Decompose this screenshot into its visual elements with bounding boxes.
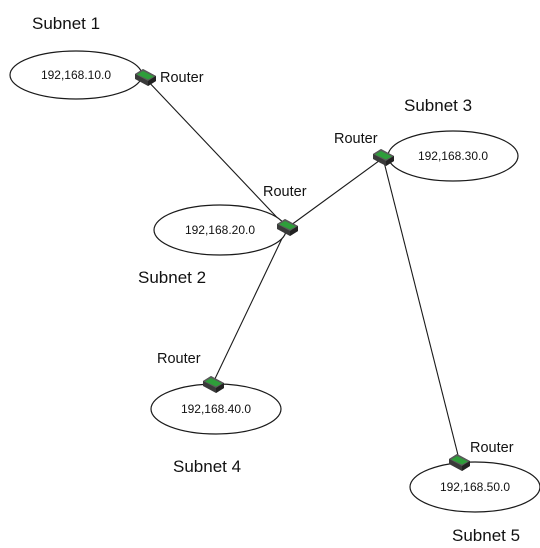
- subnet-name: Subnet 1: [32, 14, 100, 33]
- subnet-name: Subnet 3: [404, 96, 472, 115]
- link-subnet2-subnet3: [286, 157, 384, 229]
- subnet-address: 192,168.10.0: [41, 68, 111, 82]
- subnet-address: 192,168.30.0: [418, 149, 488, 163]
- link-subnet1-subnet2: [144, 77, 288, 229]
- subnet-2: 192,168.20.0 Subnet 2 Router: [138, 184, 307, 287]
- subnet-4: 192,168.40.0 Subnet 4 Router: [150, 351, 282, 476]
- router-label: Router: [334, 131, 378, 147]
- subnet-name: Subnet 4: [173, 457, 241, 476]
- router-label: Router: [263, 184, 307, 200]
- link-subnet2-subnet4: [211, 227, 288, 386]
- subnet-5: 192,168.50.0 Subnet 5 Router: [409, 440, 540, 545]
- subnet-address: 192,168.40.0: [181, 402, 251, 416]
- subnet-address: 192,168.50.0: [440, 480, 510, 494]
- subnet-name: Subnet 2: [138, 268, 206, 287]
- links: [144, 77, 461, 464]
- router-label: Router: [470, 440, 514, 456]
- subnet-name: Subnet 5: [452, 526, 520, 545]
- subnet-address: 192,168.20.0: [185, 223, 255, 237]
- router-label: Router: [160, 70, 204, 86]
- subnet-3: 192,168.30.0 Subnet 3 Router: [334, 96, 519, 182]
- router-label: Router: [157, 351, 201, 367]
- link-subnet3-subnet5: [382, 157, 461, 464]
- subnet-ellipse: [409, 461, 540, 513]
- subnet-1: 192,168.10.0 Subnet 1 Router: [9, 14, 204, 100]
